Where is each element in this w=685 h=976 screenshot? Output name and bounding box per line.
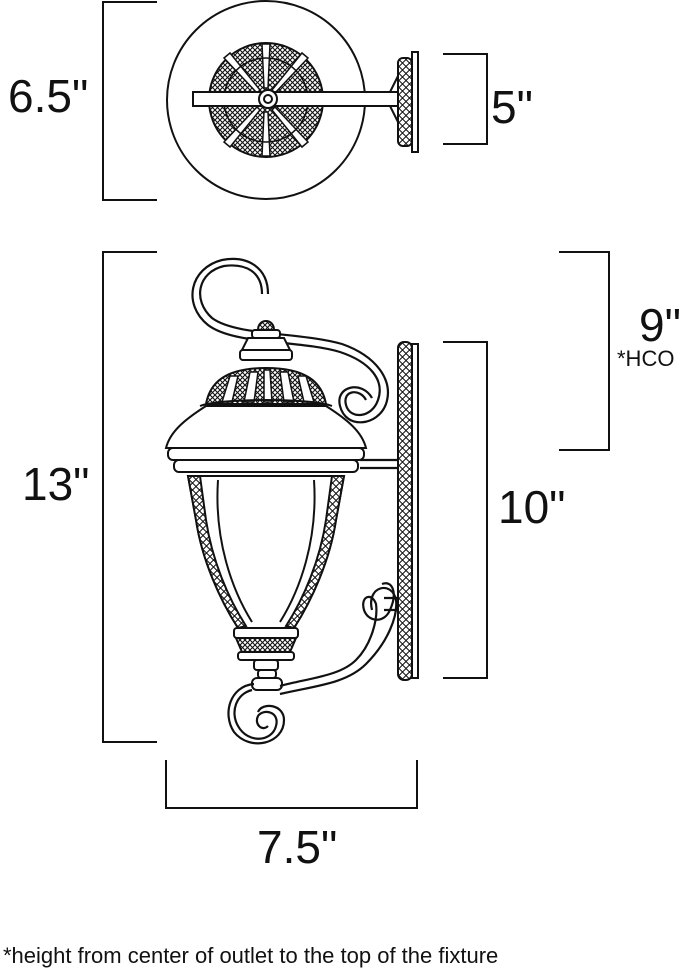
backplate-height-bracket bbox=[443, 341, 488, 679]
hco-bracket bbox=[559, 251, 610, 451]
lantern-crown bbox=[199, 366, 333, 407]
lantern-finial bbox=[239, 320, 293, 361]
backplate-width-label: 5" bbox=[491, 81, 533, 133]
top-view bbox=[102, 0, 488, 201]
hco-marker: *HCO bbox=[617, 346, 675, 371]
lantern-hood bbox=[164, 405, 368, 473]
side-view-backplate bbox=[397, 341, 419, 681]
side-view bbox=[102, 251, 610, 809]
lower-scroll-arm bbox=[227, 582, 398, 745]
top-diameter-bracket bbox=[102, 1, 157, 201]
backplate-width-bracket bbox=[443, 53, 488, 145]
width-bracket bbox=[165, 760, 418, 809]
height-bracket bbox=[102, 251, 157, 743]
height-label: 13" bbox=[22, 458, 90, 510]
backplate-height-label: 10" bbox=[498, 481, 566, 533]
top-view-arm bbox=[192, 91, 400, 107]
hco-label: 9" bbox=[639, 299, 681, 351]
top-view-backplate bbox=[397, 57, 413, 147]
width-label: 7.5" bbox=[257, 821, 338, 873]
footnote: *height from center of outlet to the top… bbox=[3, 943, 499, 968]
top-diameter-label: 6.5" bbox=[8, 70, 89, 122]
lantern-body bbox=[186, 475, 346, 691]
upper-scroll-arm bbox=[191, 257, 398, 470]
